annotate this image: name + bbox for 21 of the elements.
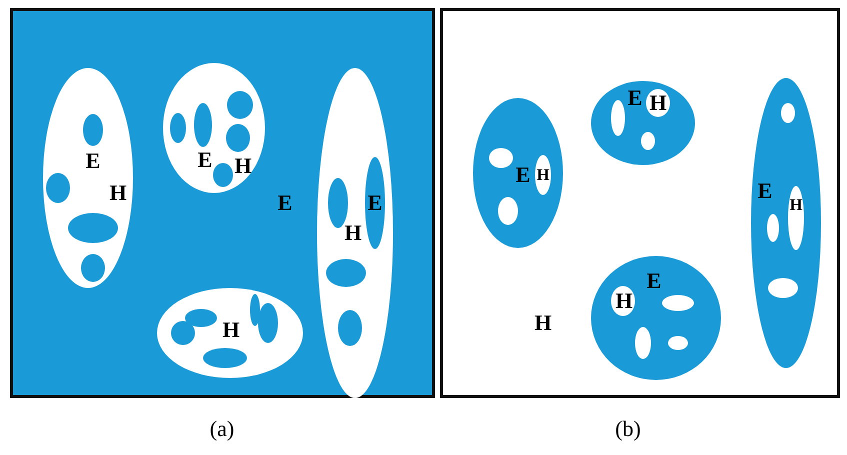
phase-letter: E bbox=[198, 149, 212, 171]
phase-letter: E bbox=[86, 150, 100, 172]
phase-letter: H bbox=[109, 182, 127, 204]
phase-letter: H bbox=[534, 312, 552, 334]
phase-letter: E bbox=[278, 192, 292, 214]
panel-caption: (b) bbox=[615, 416, 641, 442]
phase-letter: E bbox=[368, 192, 382, 214]
panel-caption: (a) bbox=[210, 416, 234, 442]
phase-letter: E bbox=[628, 87, 642, 109]
phase-letter: H bbox=[222, 319, 240, 341]
phase-letter: H bbox=[536, 166, 550, 184]
phase-letter: H bbox=[344, 222, 362, 244]
phase-letter: E bbox=[758, 180, 772, 202]
phase-letter: H bbox=[615, 290, 633, 312]
emulsion-panel bbox=[440, 8, 840, 398]
phase-letter: E bbox=[516, 164, 530, 186]
phase-letter: H bbox=[790, 196, 802, 214]
emulsion-panel bbox=[10, 8, 435, 398]
phase-letter: H bbox=[649, 92, 667, 114]
phase-letter: H bbox=[234, 155, 252, 177]
phase-letter: E bbox=[646, 270, 662, 292]
